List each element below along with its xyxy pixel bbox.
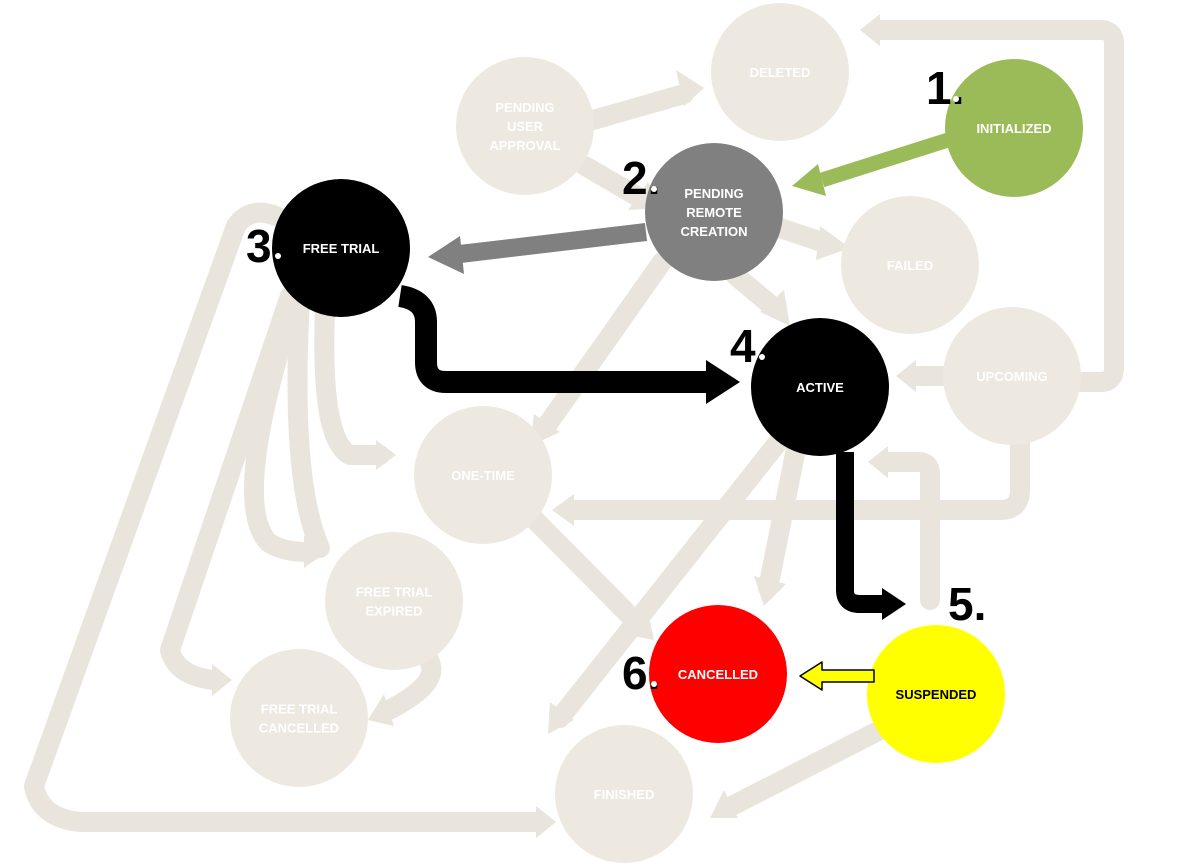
upcoming-label-line: UPCOMING xyxy=(976,369,1048,384)
arrow-free-trial-to-active xyxy=(397,285,706,393)
faded-transition-head-9 xyxy=(868,446,888,478)
deleted-label-line: DELETED xyxy=(750,65,811,80)
faded-transition-tail-12 xyxy=(758,439,806,598)
faded-transition-head-8 xyxy=(552,494,574,526)
faded-transition-head-17 xyxy=(304,536,326,568)
faded-transition-head-12 xyxy=(754,576,786,606)
suspended-label-line: SUSPENDED xyxy=(896,687,977,702)
free-trial-expired-label-line: FREE TRIAL xyxy=(356,585,433,600)
faded-transition-head-11 xyxy=(548,702,574,734)
one-time-label-line: ONE-TIME xyxy=(451,468,515,483)
faded-transition-tail-14 xyxy=(718,720,890,818)
free-trial-expired-label-line: EXPIRED xyxy=(365,604,422,619)
faded-transition-head-1 xyxy=(676,70,704,106)
faded-transition-tail-18 xyxy=(160,286,300,690)
pending-remote-creation-step-number: 2. xyxy=(622,152,660,204)
free-trial-expired-node xyxy=(325,532,463,670)
cancelled-label-line: CANCELLED xyxy=(678,667,758,682)
initialized-label-line: INITIALIZED xyxy=(976,121,1051,136)
pending-remote-creation-node xyxy=(645,143,783,281)
faded-transition-head-18 xyxy=(212,664,232,696)
faded-transition-tail-8 xyxy=(560,430,1030,520)
faded-transition-tail-2 xyxy=(575,156,650,208)
faded-transition-tail-10 xyxy=(526,511,646,632)
initialized-node xyxy=(945,59,1083,197)
faded-transition-tail-7 xyxy=(868,20,1124,392)
step-marker-dot-2 xyxy=(651,186,657,192)
free-trial-cancelled-label-line: CANCELLED xyxy=(259,721,339,736)
deleted-node xyxy=(711,3,849,141)
suspended-step-number: 5. xyxy=(948,578,986,630)
faded-transitions xyxy=(24,14,1124,838)
free-trial-cancelled-label-line: FREE TRIAL xyxy=(261,702,338,717)
free-trial-cancelled-node xyxy=(230,649,368,787)
active-step-number: 4. xyxy=(730,320,768,372)
arrow-free-trial-to-active-head xyxy=(706,360,740,404)
faded-transition-head-13 xyxy=(368,694,394,726)
pending-remote-creation-label-line: CREATION xyxy=(681,224,748,239)
arrow-pending-remote-to-free-trial-head xyxy=(428,236,464,274)
cancelled-step-number: 6. xyxy=(622,647,660,699)
pending-remote-creation-label-line: PENDING xyxy=(684,186,743,201)
step-marker-dot-4 xyxy=(759,354,765,360)
active-label-line: ACTIVE xyxy=(796,380,844,395)
faded-transition-tail-15 xyxy=(287,290,330,558)
faded-transition-head-19 xyxy=(536,806,556,838)
faded-transition-tail-11 xyxy=(550,431,789,728)
state-nodes xyxy=(230,3,1083,863)
active-node xyxy=(751,318,889,456)
state-labels: DELETED PENDING USER APPROVAL INITIALIZED PEN… xyxy=(259,65,1052,802)
cancelled-node xyxy=(649,605,787,743)
step-marker-dot-3 xyxy=(275,253,281,259)
step-marker-dot-1 xyxy=(953,96,959,102)
suspended-node xyxy=(867,625,1005,763)
pending-user-approval-label-line: PENDING xyxy=(495,100,554,115)
faded-transition-tail-5 xyxy=(535,252,672,438)
faded-transition-head-3 xyxy=(816,226,850,260)
step-marker-dot-5 xyxy=(651,681,657,687)
arrow-initialized-to-pending-remote xyxy=(819,132,951,188)
faded-transition-tail-16 xyxy=(314,300,390,465)
pending-user-approval-label-line: APPROVAL xyxy=(489,138,560,153)
faded-transition-head-4 xyxy=(760,290,790,326)
faded-transition-head-14 xyxy=(710,790,738,818)
arrow-suspended-to-cancelled xyxy=(799,661,875,691)
faded-transition-head-7 xyxy=(860,14,880,46)
failed-node xyxy=(841,196,979,334)
faded-transition-tail-4 xyxy=(726,266,782,316)
arrow-active-to-suspended-head xyxy=(882,588,906,620)
pending-user-approval-label-line: USER xyxy=(507,119,544,134)
arrow-active-to-suspended xyxy=(836,452,882,613)
finished-label-line: FINISHED xyxy=(594,787,655,802)
faded-transition-tail-9 xyxy=(875,452,940,610)
arrow-initialized-to-pending-remote-head xyxy=(792,164,826,196)
finished-node xyxy=(555,725,693,863)
faded-transition-head-16 xyxy=(376,440,396,470)
free-trial-step-number: 3. xyxy=(246,220,284,272)
upcoming-node xyxy=(943,307,1081,445)
faded-transition-tail-19 xyxy=(24,202,550,832)
faded-transition-head-10 xyxy=(624,612,654,640)
highlighted-transitions xyxy=(397,132,951,691)
free-trial-label-line: FREE TRIAL xyxy=(303,241,380,256)
arrow-pending-remote-to-free-trial xyxy=(458,223,648,263)
free-trial-node xyxy=(272,179,410,317)
failed-label-line: FAILED xyxy=(887,258,933,273)
one-time-node xyxy=(414,406,552,544)
faded-transition-head-6 xyxy=(896,360,916,392)
step-numbers: 1. 2. 3. 4. 5. 6. xyxy=(246,62,986,699)
pending-user-approval-node xyxy=(456,57,594,195)
initialized-step-number: 1. xyxy=(926,62,964,114)
pending-remote-creation-label-line: REMOTE xyxy=(686,205,742,220)
